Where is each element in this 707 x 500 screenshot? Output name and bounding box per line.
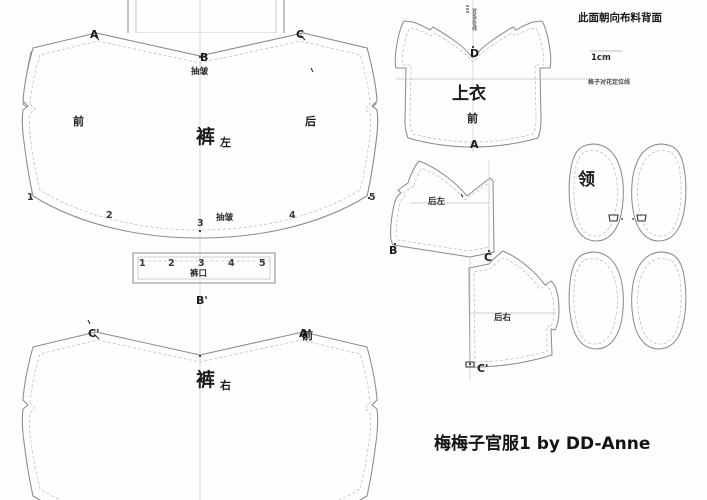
piece-subtitle-pants-left: 左 <box>220 136 231 149</box>
fabric-note: 此面朝向布料背面 <box>578 12 662 24</box>
cuff-mark-4: 4 <box>228 258 235 269</box>
cuff-ruler-piece <box>132 248 276 292</box>
front-label-right-pant: 前 <box>302 329 313 342</box>
point-label-B: B <box>200 51 209 64</box>
point-label-A: A <box>90 28 99 41</box>
pants-left-piece <box>21 0 379 248</box>
match-line-label: 格子对花定位线 <box>588 79 631 86</box>
piece-title-back-left: 后左 <box>428 197 446 207</box>
signature-text: 梅梅子官服1 by DD-Anne <box>434 434 651 454</box>
gather-label-top: 抽皱 <box>191 67 209 77</box>
point-label-C: C <box>296 28 305 41</box>
pants-right-piece <box>21 292 379 500</box>
hem-mark-4: 4 <box>289 210 296 221</box>
hem-mark-5: 5 <box>369 192 376 203</box>
hem-mark-2: 2 <box>106 210 113 221</box>
cuff-mark-1: 1 <box>139 258 146 269</box>
point-label-Bp: B' <box>196 294 208 307</box>
hem-mark-1: 1 <box>27 192 34 203</box>
cuff-mark-3: 3 <box>198 258 205 269</box>
point-label-B-backleft: B <box>389 244 398 257</box>
point-label-Cp: C' <box>88 327 100 340</box>
piece-title-back-right: 后右 <box>494 313 512 323</box>
point-label-Ap: A' <box>299 327 311 340</box>
back-label-left-pant: 后 <box>305 115 316 128</box>
point-label-A-top: A <box>470 138 479 151</box>
back-right-piece <box>465 250 560 380</box>
point-label-C-backleft: C <box>484 251 493 264</box>
collar-pieces <box>568 143 687 350</box>
piece-title-collar: 领 <box>578 170 595 190</box>
point-label-Cp-backright: C' <box>477 362 489 375</box>
cuff-mark-2: 2 <box>168 258 175 269</box>
cuff-mark-5: 5 <box>259 258 266 269</box>
front-label-left-pant: 前 <box>73 115 84 128</box>
back-left-piece <box>390 160 495 262</box>
grain-note-top: 对花定位线 <box>471 8 477 31</box>
point-label-D: D <box>470 47 480 60</box>
piece-title-top: 上衣 <box>452 84 486 104</box>
scale-label: 1cm <box>591 53 611 63</box>
front-label-top: 前 <box>467 112 478 125</box>
piece-title-pants-left: 裤 <box>196 126 216 148</box>
piece-title-pants-right: 裤 <box>196 369 216 391</box>
hem-mark-3: 3 <box>197 218 204 229</box>
piece-title-cuff-ruler: 裤口 <box>190 269 208 279</box>
piece-subtitle-pants-right: 右 <box>220 379 231 392</box>
top-bodice-piece <box>394 0 590 152</box>
gather-label-bottom: 抽皱 <box>216 213 234 223</box>
